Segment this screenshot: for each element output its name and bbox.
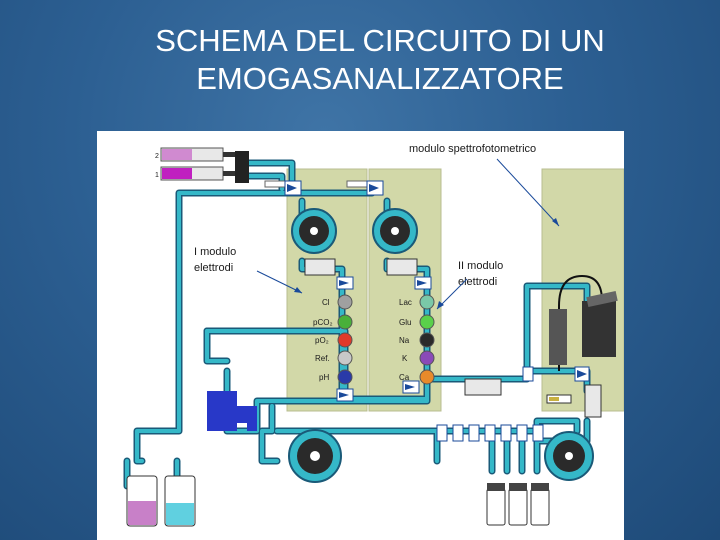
module-2-label-line-2: elettrodi [458, 276, 497, 288]
syringe-2: 2 [155, 147, 235, 162]
electrode-glu-label: Glu [399, 318, 411, 327]
waste-bottle [126, 475, 158, 527]
circuit-diagram: 2 1 [97, 131, 624, 540]
preheater-2 [386, 258, 418, 276]
syringe-2-label: 2 [155, 153, 159, 160]
electrode-na: Na [399, 332, 435, 348]
title-line-1: SCHEMA DEL CIRCUITO DI UN [155, 23, 605, 58]
preheater-4 [584, 384, 602, 418]
electrode-k-label: K [402, 354, 408, 363]
electrode-pco2: pCO₂ [313, 314, 353, 330]
electrode-cl: Cl [322, 294, 353, 310]
module-1-electrodes: Cl pCO₂ pO₂ Ref. pH [313, 294, 353, 385]
electrode-ph: pH [319, 369, 353, 385]
valve-arrows-middle [336, 276, 590, 402]
module-2-electrodes: Lac Glu Na K Ca [399, 294, 435, 385]
sample-inlet-block [207, 391, 257, 431]
calibrant-valve-row [436, 424, 544, 442]
module-1-label-line-1: I modulo [194, 246, 236, 258]
valve-arrows-top [284, 180, 384, 196]
label-module-2: II modulo elettrodi [436, 260, 503, 310]
module-spectro-label: modulo spettrofotometrico [409, 143, 536, 155]
electrode-ca: Ca [399, 369, 435, 385]
electrode-po2: pO₂ [315, 332, 353, 348]
electrode-cl-label: Cl [322, 298, 330, 307]
electrode-lac: Lac [399, 294, 435, 310]
electrode-lac-label: Lac [399, 298, 412, 307]
electrode-glu: Glu [399, 314, 435, 330]
spectro-cuvette [546, 274, 618, 404]
electrode-pco2-label: pCO₂ [313, 318, 333, 327]
reagent-bottle [164, 475, 196, 527]
preheater-1 [304, 258, 336, 276]
calibrant-bottles [486, 483, 550, 526]
label-module-1: I modulo elettrodi [194, 246, 303, 294]
module-2-label-line-1: II modulo [458, 260, 503, 272]
slide-title: SCHEMA DEL CIRCUITO DI UN EMOGASANALIZZA… [90, 22, 670, 98]
electrode-po2-label: pO₂ [315, 336, 329, 345]
electrode-ref: Ref. [315, 350, 353, 366]
syringe-drive-block [235, 151, 249, 183]
electrode-ph-label: pH [319, 373, 329, 382]
title-line-2: EMOGASANALIZZATORE [196, 61, 564, 96]
electrode-k: K [402, 350, 435, 366]
electrode-ca-label: Ca [399, 373, 410, 382]
module-1-label-line-2: elettrodi [194, 262, 233, 274]
electrode-ref-label: Ref. [315, 354, 330, 363]
label-module-spectro: modulo spettrofotometrico [409, 143, 560, 227]
syringe-1: 1 [155, 166, 235, 181]
electrode-na-label: Na [399, 336, 410, 345]
syringe-1-label: 1 [155, 172, 159, 179]
preheater-3 [464, 378, 502, 396]
pump-module-2 [372, 208, 418, 254]
pump-module-1 [291, 208, 337, 254]
pump-calibrants [544, 431, 594, 481]
pump-waste [288, 429, 342, 483]
